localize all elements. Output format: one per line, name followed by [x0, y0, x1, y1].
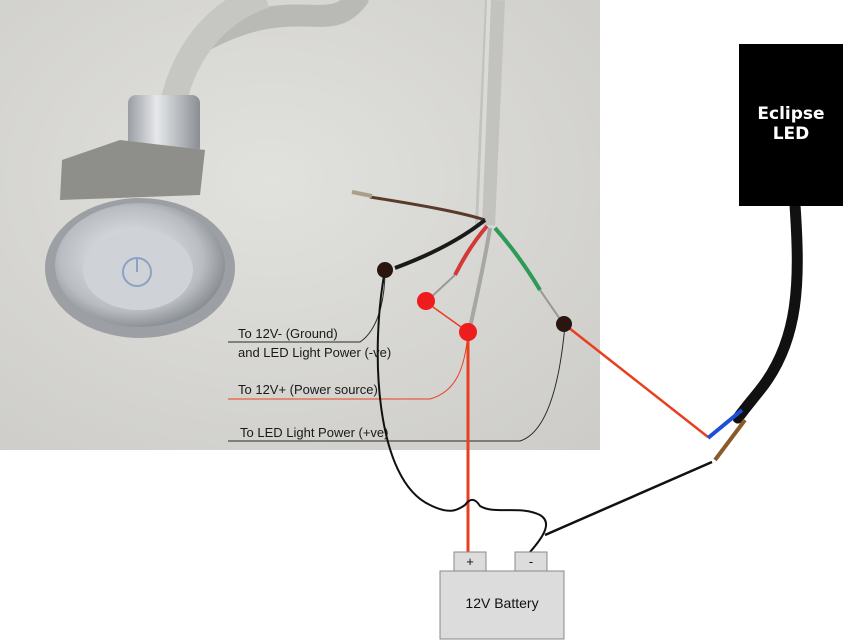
- power-connection-dot-1: [417, 292, 435, 310]
- ground-label-line2: and LED Light Power (-ve): [238, 345, 392, 360]
- led-power-label: To LED Light Power (+ve): [240, 425, 389, 440]
- switch-wires: [351, 190, 563, 329]
- battery-body: [439, 570, 565, 640]
- black-ground-wire: [376, 269, 548, 553]
- led-power-connection-dot: [556, 316, 572, 332]
- battery-negative-label: -: [528, 554, 534, 569]
- black-wire-to-led: [544, 460, 713, 537]
- ground-label-line1: To 12V- (Ground): [238, 326, 338, 341]
- power-source-label: To 12V+ (Power source): [238, 382, 378, 397]
- push-button-switch: [45, 95, 235, 338]
- battery: [439, 551, 565, 640]
- ground-connection-dot: [377, 262, 393, 278]
- led-title-line1: Eclipse: [757, 104, 825, 124]
- led-cable: [732, 199, 803, 424]
- brown-lead: [713, 418, 747, 462]
- blue-lead: [706, 408, 744, 440]
- red-wire-to-led: [563, 323, 709, 438]
- battery-positive-label: +: [466, 554, 474, 569]
- battery-label: 12V Battery: [465, 595, 539, 611]
- led-title-line2: LED: [772, 124, 810, 144]
- eclipse-led: Eclipse LED: [739, 44, 843, 206]
- power-connection-dot-2: [459, 323, 477, 341]
